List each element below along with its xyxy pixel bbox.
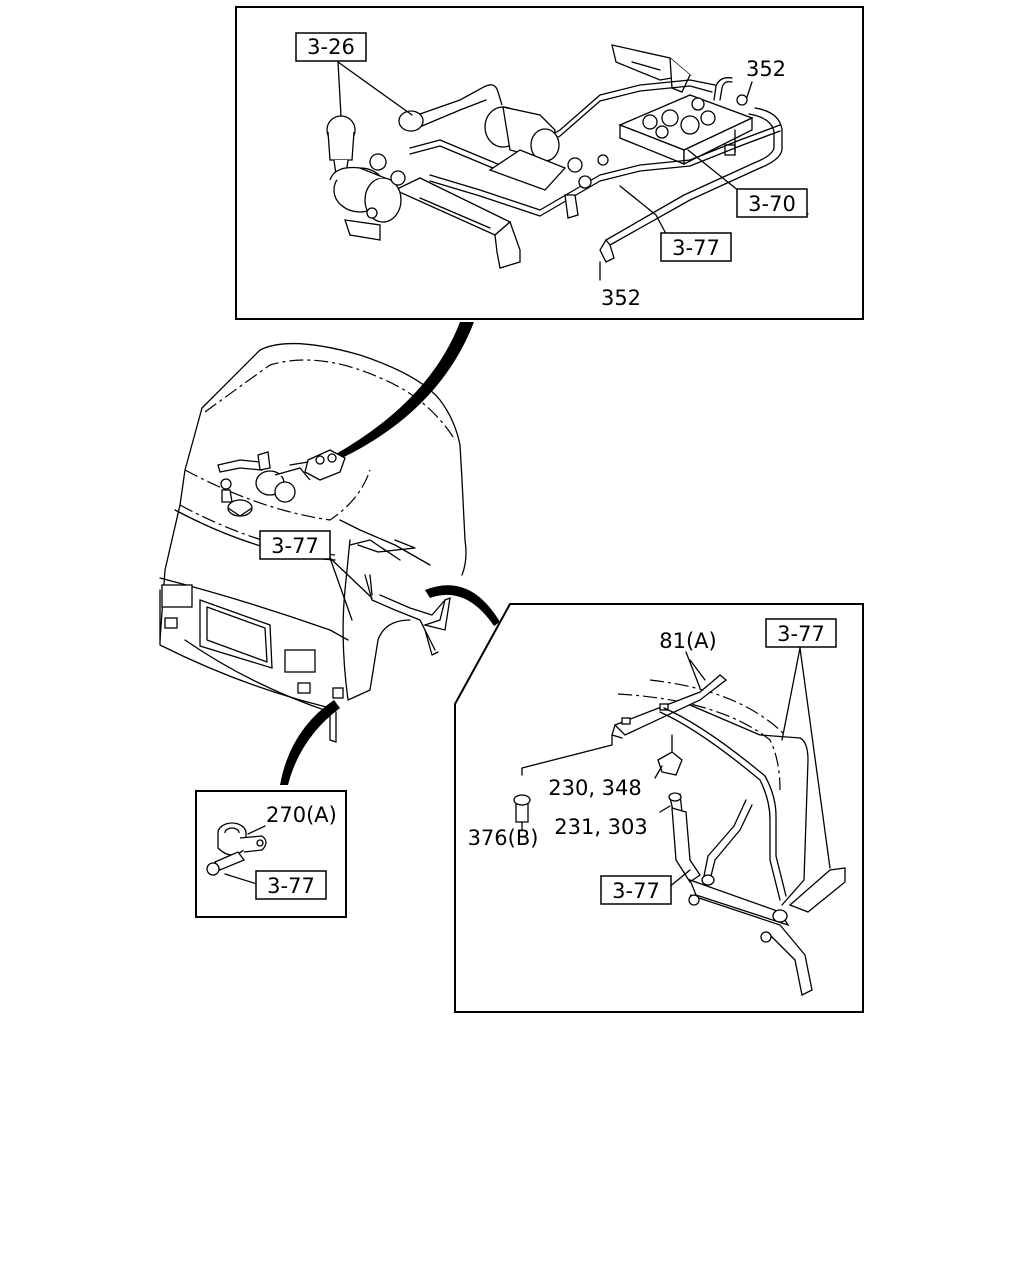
part-352-lower[interactable]: 352 [601,286,641,310]
mount-bracket [611,44,692,93]
ref-box-3-77-right-lower [600,875,672,905]
actuator-left [326,115,406,241]
part-231-303[interactable]: 231, 303 [554,815,648,839]
left-detail-frame [195,790,347,918]
ref-box-3-77-top [660,232,732,262]
valve-block [618,94,754,166]
ref-3-77-right-upper[interactable]: 3-77 [777,622,825,646]
top-detail-frame [235,6,864,320]
part-81a[interactable]: 81(A) [659,629,716,653]
top-detail-panel: 3-26 3-70 3-77 352 352 [235,6,864,320]
part-270a[interactable]: 270(A) [266,803,337,827]
part-230-348[interactable]: 230, 348 [548,776,642,800]
ref-box-3-26 [295,32,367,62]
leader-curve-right [425,585,500,626]
clip-230 [657,751,683,776]
left-detail-panel: 270(A) 3-77 [195,790,347,918]
base-plate [393,177,521,269]
cab-view: 3-77 [159,342,467,743]
ref-3-77-cab[interactable]: 3-77 [271,534,319,558]
ref-box-3-77-cab [259,530,331,560]
right-detail-panel: 3-77 3-77 81(A) 230, 348 231, 303 376(B) [454,603,864,1013]
ref-3-77-left[interactable]: 3-77 [267,874,315,898]
ref-box-3-77-left [255,870,327,900]
leader-curve-left [280,700,340,785]
ref-3-77-right-lower[interactable]: 3-77 [612,879,660,903]
bracket-81a [613,674,728,736]
actuator-right [398,84,609,219]
part-376b[interactable]: 376(B) [468,826,539,850]
right-detail-frame [454,603,864,1013]
pipe-run [409,77,783,263]
ref-3-77-top[interactable]: 3-77 [672,236,720,260]
leader-curve-top [336,322,474,458]
part-352-upper[interactable]: 352 [746,57,786,81]
ref-box-3-70 [736,188,808,218]
clip-icon [736,94,748,106]
ref-box-3-77-right-upper [765,618,837,648]
ref-3-70[interactable]: 3-70 [748,192,796,216]
ref-3-26[interactable]: 3-26 [307,35,355,59]
